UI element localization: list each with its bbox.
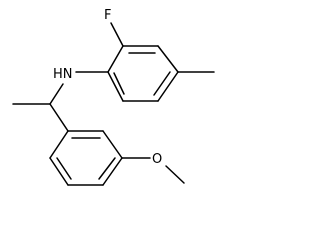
oxygen-label: O: [152, 152, 162, 167]
structure-canvas: F HN O: [12, 8, 215, 186]
bond-ring2-3: [102, 157, 123, 186]
bond-ring2-6: [49, 130, 69, 159]
bond-ring2-double-b: [98, 157, 116, 180]
bond-ring2-2: [102, 130, 123, 159]
fluorine-label: F: [104, 8, 111, 23]
amine-label: HN: [53, 67, 73, 82]
bond-ring1-1: [107, 45, 124, 73]
bond-ring2-double-c: [56, 157, 72, 180]
bond-n-ch: [49, 83, 64, 105]
bond-ring2-5: [49, 157, 69, 186]
molecule-diagram: F HN O: [12, 8, 215, 186]
bond-ring1-4: [157, 71, 179, 102]
bond-ring1-double-c: [113, 72, 125, 95]
bond-o-methyl: [165, 165, 185, 184]
bond-ring1-6: [107, 71, 124, 102]
bond-ch-ring2: [49, 103, 69, 132]
bond-ring1-double-b: [153, 71, 171, 96]
bond-ring1-3: [157, 45, 179, 73]
bond-c-f: [110, 22, 124, 47]
